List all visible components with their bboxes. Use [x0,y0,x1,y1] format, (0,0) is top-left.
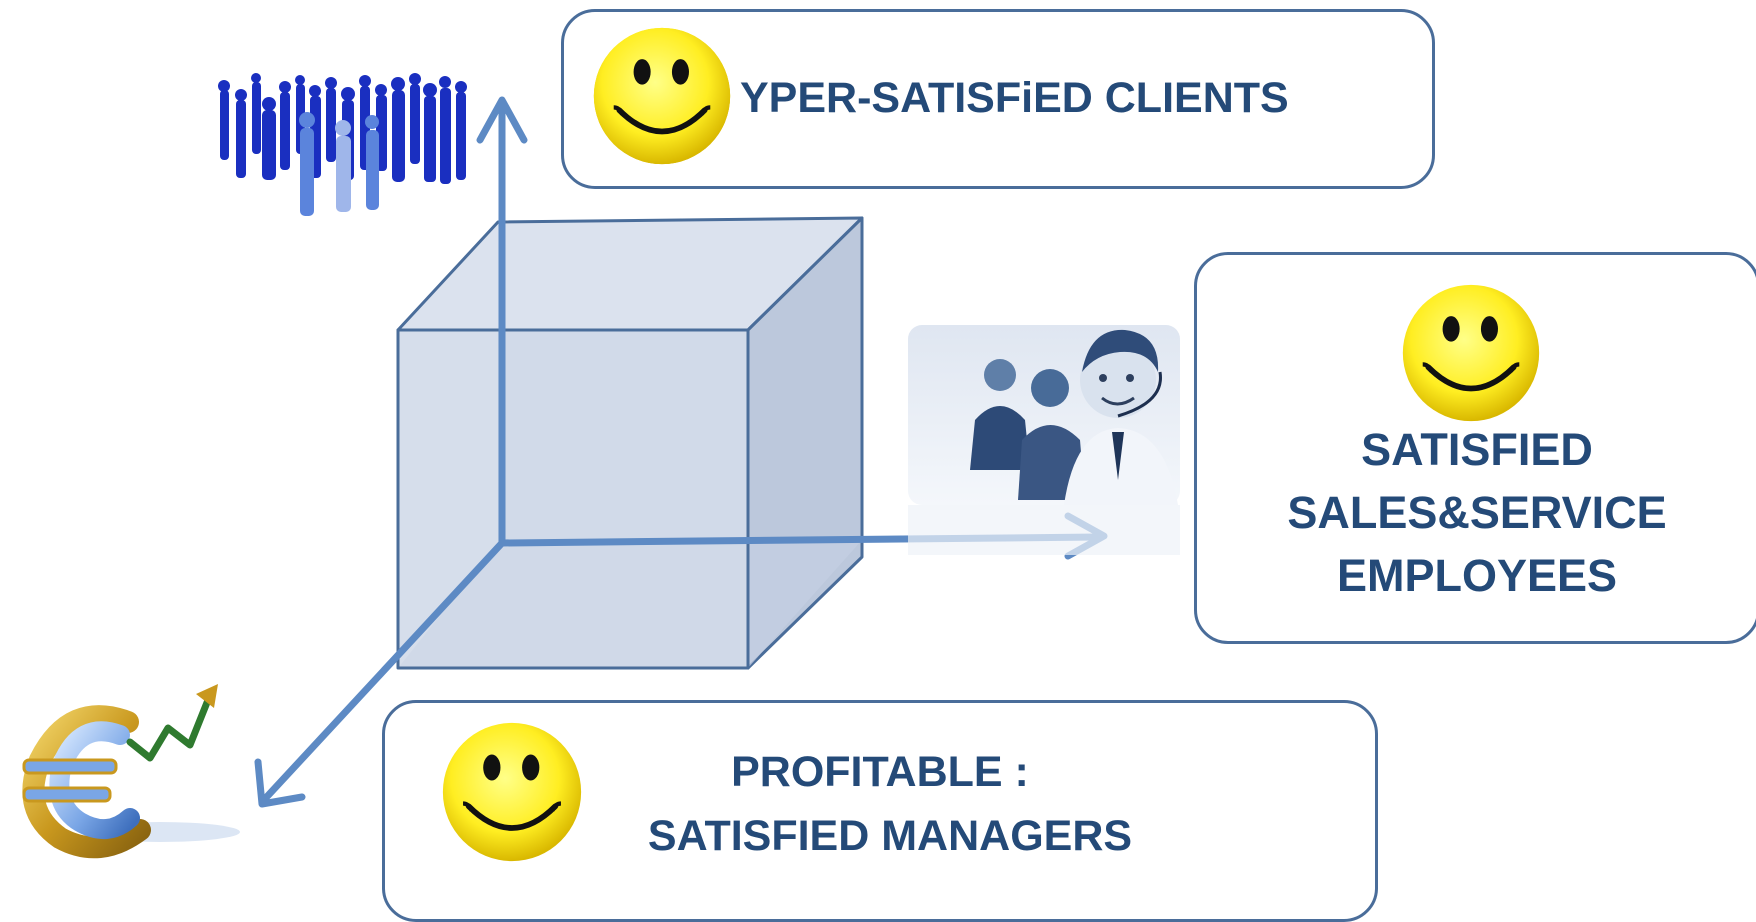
employees-label-line2: SALES&SERVICE [1287,487,1667,538]
diagonal-axis [258,539,506,806]
crowd-illustration [218,73,467,216]
clients-label: YPER-SATISFiED CLIENTS [740,74,1289,122]
call-center-photo [908,325,1180,555]
employees-label-line3: EMPLOYEES [1336,550,1618,601]
down-left-arrowhead [254,758,306,808]
managers-label-line2: SATISFIED MANAGERS [647,812,1133,860]
up-arrowhead [476,96,528,144]
smiley-icon [1402,284,1540,422]
smiley-icon [593,27,731,165]
axes [254,96,1108,808]
smiley-icon [442,722,582,862]
cube [396,216,864,670]
employees-label-line1: SATISFIED [1361,424,1593,475]
euro-growth-icon [22,684,240,859]
managers-label-line1: PROFITABLE : [731,748,1029,796]
